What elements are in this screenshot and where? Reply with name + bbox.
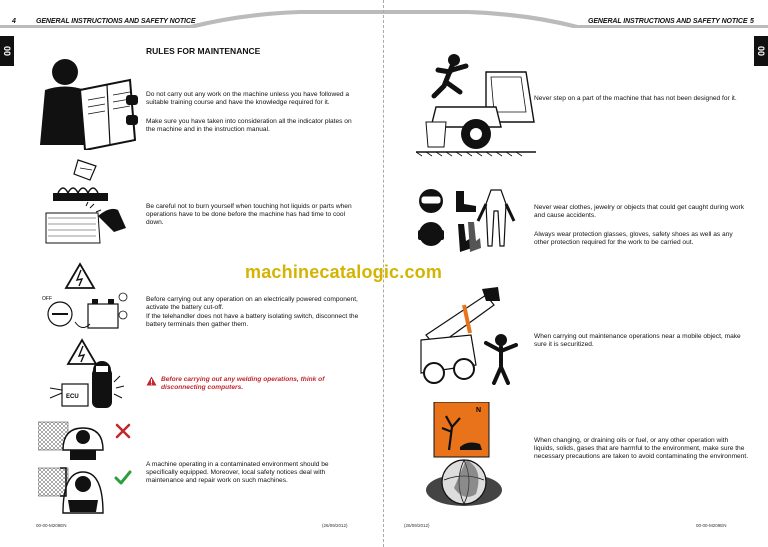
para-indicator-plates: Make sure you have taken into considerat… [146,118,352,134]
para-no-jewelry: Never wear clothes, jewelry or objects t… [534,204,745,220]
welding-illustration: ECU [49,338,125,408]
para-environment: When changing, or draining oils or fuel,… [534,437,749,461]
welding-warning-text: Before carrying out any welding operatio… [161,376,325,392]
para-isolating-switch: If the telehandler does not have a batte… [146,313,359,329]
hot-parts-illustration [45,159,126,244]
footer-code: 00-00-M209EN [696,523,727,528]
svg-text:OFF: OFF [42,296,52,302]
welding-warning: Before carrying out any welding operatio… [146,376,366,392]
para-hot-liquids: Be careful not to burn yourself when tou… [146,203,352,227]
para-battery-cutoff: Before carrying out any operation on an … [146,296,358,312]
hazard-letter: N [476,407,481,414]
footer-date: (26/09/2012) [404,523,430,528]
section-title: RULES FOR MAINTENANCE [146,46,261,56]
page-header: GENERAL INSTRUCTIONS AND SAFETY NOTICE [588,18,748,25]
reading-manual-illustration [40,59,138,150]
warning-triangle-icon [146,376,157,386]
cross-icon [115,423,131,439]
page-divider [383,0,385,547]
battery-cutoff-illustration: OFF [42,262,128,329]
contaminated-environment-illustration [38,421,104,514]
footer-code: 00-00-M209EN [36,523,67,528]
para-mobile-object: When carrying out maintenance operations… [534,333,741,349]
svg-text:ECU: ECU [66,394,79,400]
footer-date: (26/09/2012) [322,523,348,528]
section-tab: 00 [754,36,768,66]
para-contaminated: A machine operating in a contaminated en… [146,461,329,485]
falling-person-illustration [416,54,536,157]
para-protection: Always wear protection glasses, gloves, … [534,231,733,247]
section-tab: 00 [0,36,14,66]
para-never-step: Never step on a part of the machine that… [534,95,737,102]
para-training: Do not carry out any work on the machine… [146,91,350,107]
header-swoosh [0,10,384,28]
check-icon [114,470,132,485]
left-page: 4 GENERAL INSTRUCTIONS AND SAFETY NOTICE… [0,10,384,528]
page-number: 5 [750,18,754,25]
mobile-object-illustration [420,287,518,385]
page-header: GENERAL INSTRUCTIONS AND SAFETY NOTICE [36,18,196,25]
watermark: machinecatalogic.com [245,262,443,282]
page-number: 4 [12,18,16,25]
header-swoosh [384,10,768,28]
right-page: GENERAL INSTRUCTIONS AND SAFETY NOTICE 5… [384,0,768,547]
protective-equipment-illustration [418,189,516,252]
environment-hazard-illustration: N [426,402,502,506]
